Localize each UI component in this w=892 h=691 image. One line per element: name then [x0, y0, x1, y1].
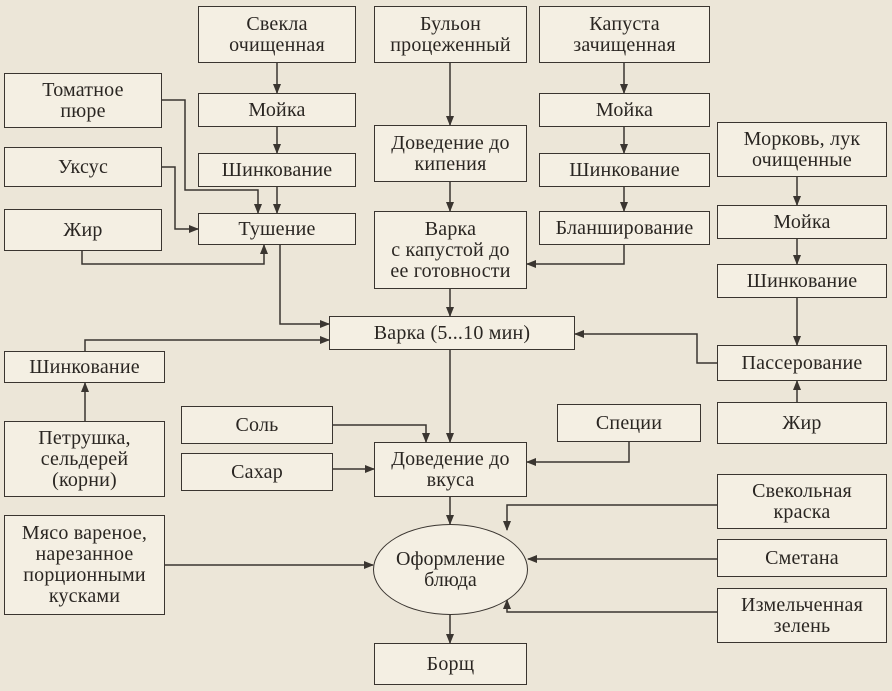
- node-vinegar: Уксус: [4, 147, 162, 187]
- node-carrot-shred: Шинкование: [717, 264, 887, 298]
- node-cabbage-wash: Мойка: [539, 93, 710, 127]
- node-broth: Бульон процеженный: [374, 6, 527, 63]
- node-roots: Петрушка, сельдерей (корни): [4, 421, 165, 497]
- node-root-shred: Шинкование: [4, 351, 165, 383]
- node-boil: Доведение до кипения: [374, 125, 527, 182]
- node-borscht: Борщ: [374, 643, 527, 685]
- node-carrot-onion: Морковь, лук очищенные: [717, 122, 887, 177]
- node-sugar: Сахар: [181, 453, 333, 491]
- node-serving: Оформление блюда: [373, 524, 528, 615]
- node-salt: Соль: [181, 406, 333, 444]
- node-spices: Специи: [557, 404, 701, 442]
- node-blanch: Бланширование: [539, 211, 710, 245]
- arrow-blanch-to-cook: [526, 245, 625, 268]
- node-sour-cream: Сметана: [717, 539, 887, 577]
- arrow-rootshred-to-cook510: [84, 336, 330, 351]
- node-cabbage: Капуста зачищенная: [539, 6, 710, 63]
- arrow-spices-to-season: [526, 442, 630, 466]
- node-cook-with-cabbage: Варка с капустой до ее готовности: [374, 211, 527, 289]
- node-meat: Мясо вареное, нарезанное порционными кус…: [4, 515, 165, 615]
- arrow-saute-to-cook510: [574, 330, 717, 364]
- arrow-stew-to-cook510: [279, 245, 330, 328]
- node-cook-5-10: Варка (5...10 мин): [329, 316, 575, 350]
- node-tomato: Томатное пюре: [4, 73, 162, 128]
- arrow-tomato-to-stew: [162, 99, 262, 214]
- node-stew: Тушение: [198, 213, 356, 245]
- node-beet-wash: Мойка: [198, 93, 356, 127]
- node-greens: Измельченная зелень: [717, 588, 887, 643]
- node-season: Доведение до вкуса: [374, 442, 527, 497]
- arrow-greens-to-serving: [503, 599, 717, 613]
- node-fat-1: Жир: [4, 209, 162, 251]
- node-beet-color: Свекольная краска: [717, 474, 887, 529]
- arrow-fat-to-stew: [81, 244, 268, 265]
- arrow-color-to-serving: [503, 504, 717, 531]
- node-cabbage-shred: Шинкование: [539, 153, 710, 187]
- node-saute: Пассерование: [717, 345, 887, 381]
- arrow-vinegar-to-stew: [162, 166, 199, 233]
- node-fat-2: Жир: [717, 402, 887, 444]
- arrow-salt-to-season: [333, 424, 430, 443]
- node-beet: Свекла очищенная: [198, 6, 356, 63]
- node-beet-shred: Шинкование: [198, 153, 356, 187]
- node-carrot-wash: Мойка: [717, 205, 887, 239]
